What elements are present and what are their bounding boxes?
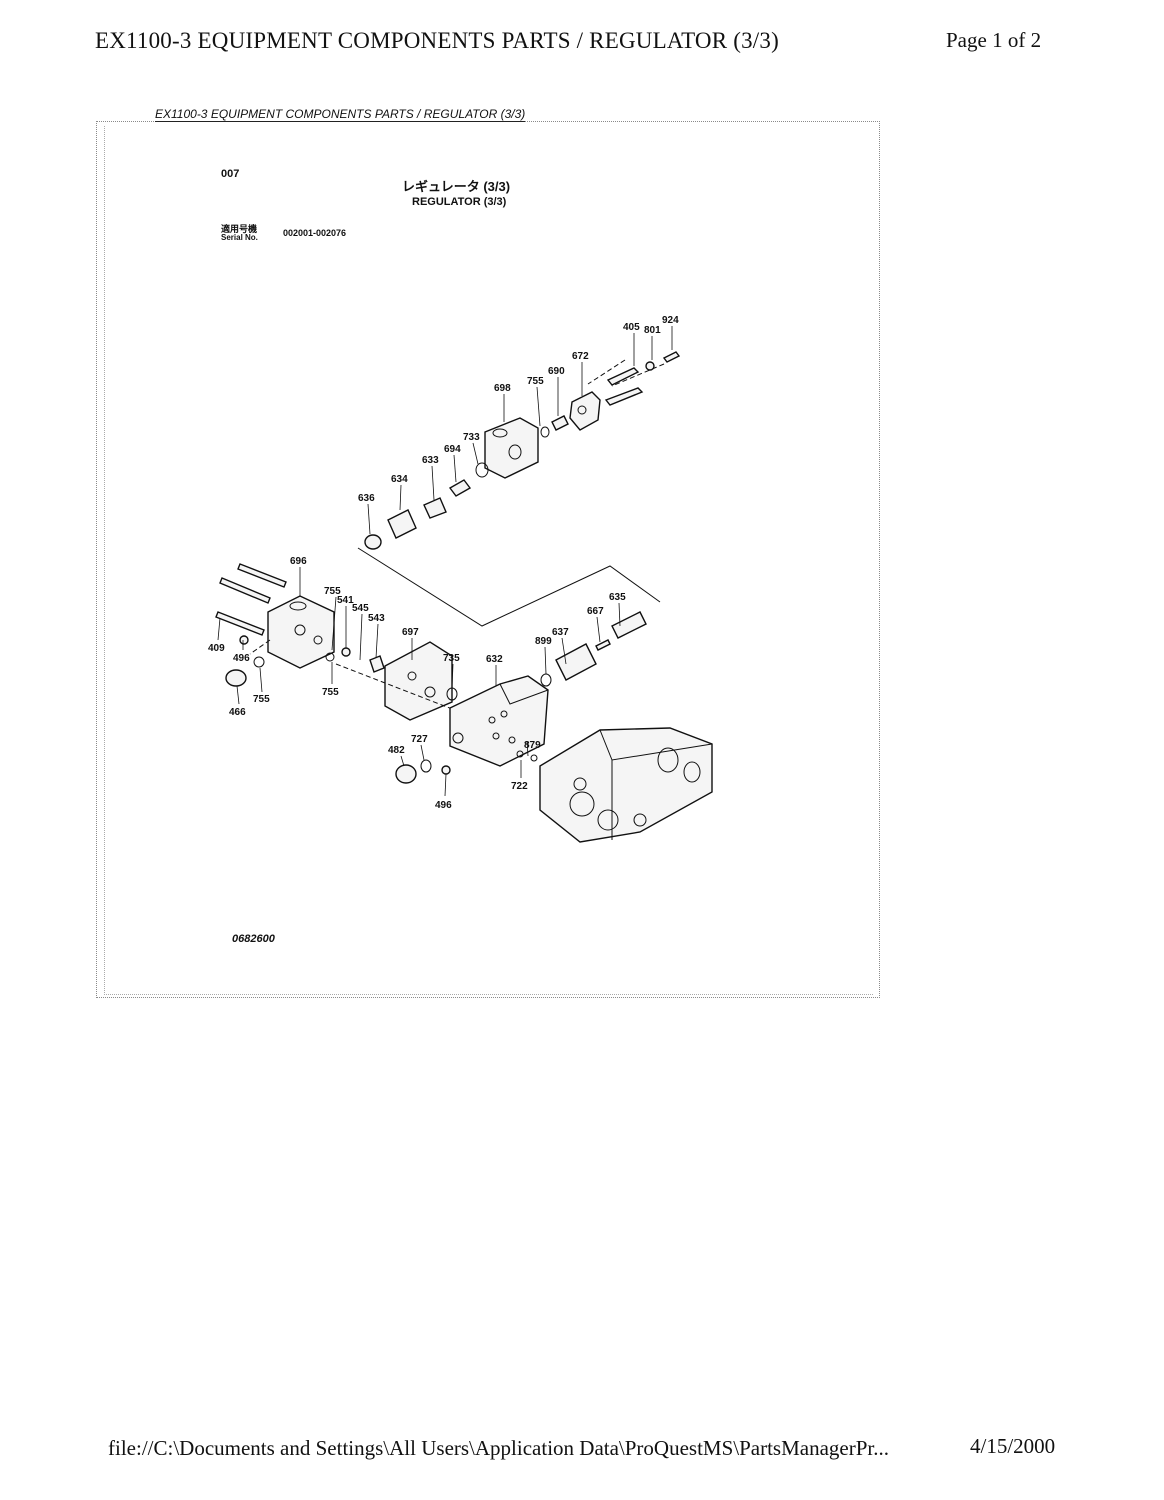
pump-housing	[539, 727, 713, 843]
part-label: 545	[352, 603, 369, 614]
part-label: 697	[402, 627, 419, 638]
part-label: 634	[391, 474, 408, 485]
part-label: 755	[324, 586, 341, 597]
part-label: 482	[388, 745, 405, 756]
part-label: 727	[411, 734, 428, 745]
footer-date: 4/15/2000	[970, 1434, 1056, 1458]
drawing-frame-inner	[104, 126, 873, 995]
serial-range: 002001-002076	[283, 228, 347, 238]
serial-label-english: Serial No.	[221, 233, 258, 242]
part-label: 635	[609, 592, 626, 603]
part-label: 755	[527, 376, 544, 387]
part-label: 543	[368, 613, 385, 624]
part-label: 637	[552, 627, 569, 638]
part-label: 694	[444, 444, 461, 455]
part-label: 722	[511, 781, 528, 792]
part-label: 899	[535, 636, 552, 647]
figure-number: 007	[221, 168, 240, 180]
part-label: 496	[435, 800, 452, 811]
assembly-connector-line	[357, 547, 661, 627]
part-labels: 405 801 924 672 690 755 698 733 694 633 …	[208, 315, 679, 811]
serial-label-japanese: 適用号機	[221, 224, 258, 234]
part-label: 924	[662, 315, 679, 326]
part-label: 632	[486, 654, 503, 665]
part-label: 633	[422, 455, 439, 466]
footer-file-path: file://C:\Documents and Settings\All Use…	[108, 1436, 889, 1460]
part-label: 496	[233, 653, 250, 664]
part-label: 755	[253, 694, 270, 705]
leader-lines	[217, 326, 673, 797]
sheet-caption: EX1100-3 EQUIPMENT COMPONENTS PARTS / RE…	[155, 107, 526, 122]
diagram-title-japanese: レギュレータ (3/3)	[402, 179, 511, 194]
part-label: 801	[644, 325, 661, 336]
header-title: EX1100-3 EQUIPMENT COMPONENTS PARTS / RE…	[95, 28, 779, 53]
part-label: 409	[208, 643, 225, 654]
upper-assembly	[364, 351, 681, 550]
part-label: 879	[524, 740, 541, 751]
central-assembly	[395, 611, 647, 784]
part-label: 667	[587, 606, 604, 617]
page-counter: Page 1 of 2	[946, 28, 1042, 52]
drawing-id: 0682600	[232, 933, 275, 945]
part-label: 733	[463, 432, 480, 443]
part-label: 541	[337, 595, 354, 606]
part-label: 698	[494, 383, 511, 394]
part-label: 405	[623, 322, 640, 333]
part-label: 466	[229, 707, 246, 718]
part-label: 755	[322, 687, 339, 698]
lower-left-assembly	[215, 563, 461, 721]
part-label: 696	[290, 556, 307, 567]
part-label: 672	[572, 351, 589, 362]
part-label: 636	[358, 493, 375, 504]
part-label: 690	[548, 366, 565, 377]
diagram-title-english: REGULATOR (3/3)	[412, 196, 507, 208]
part-label: 735	[443, 653, 460, 664]
